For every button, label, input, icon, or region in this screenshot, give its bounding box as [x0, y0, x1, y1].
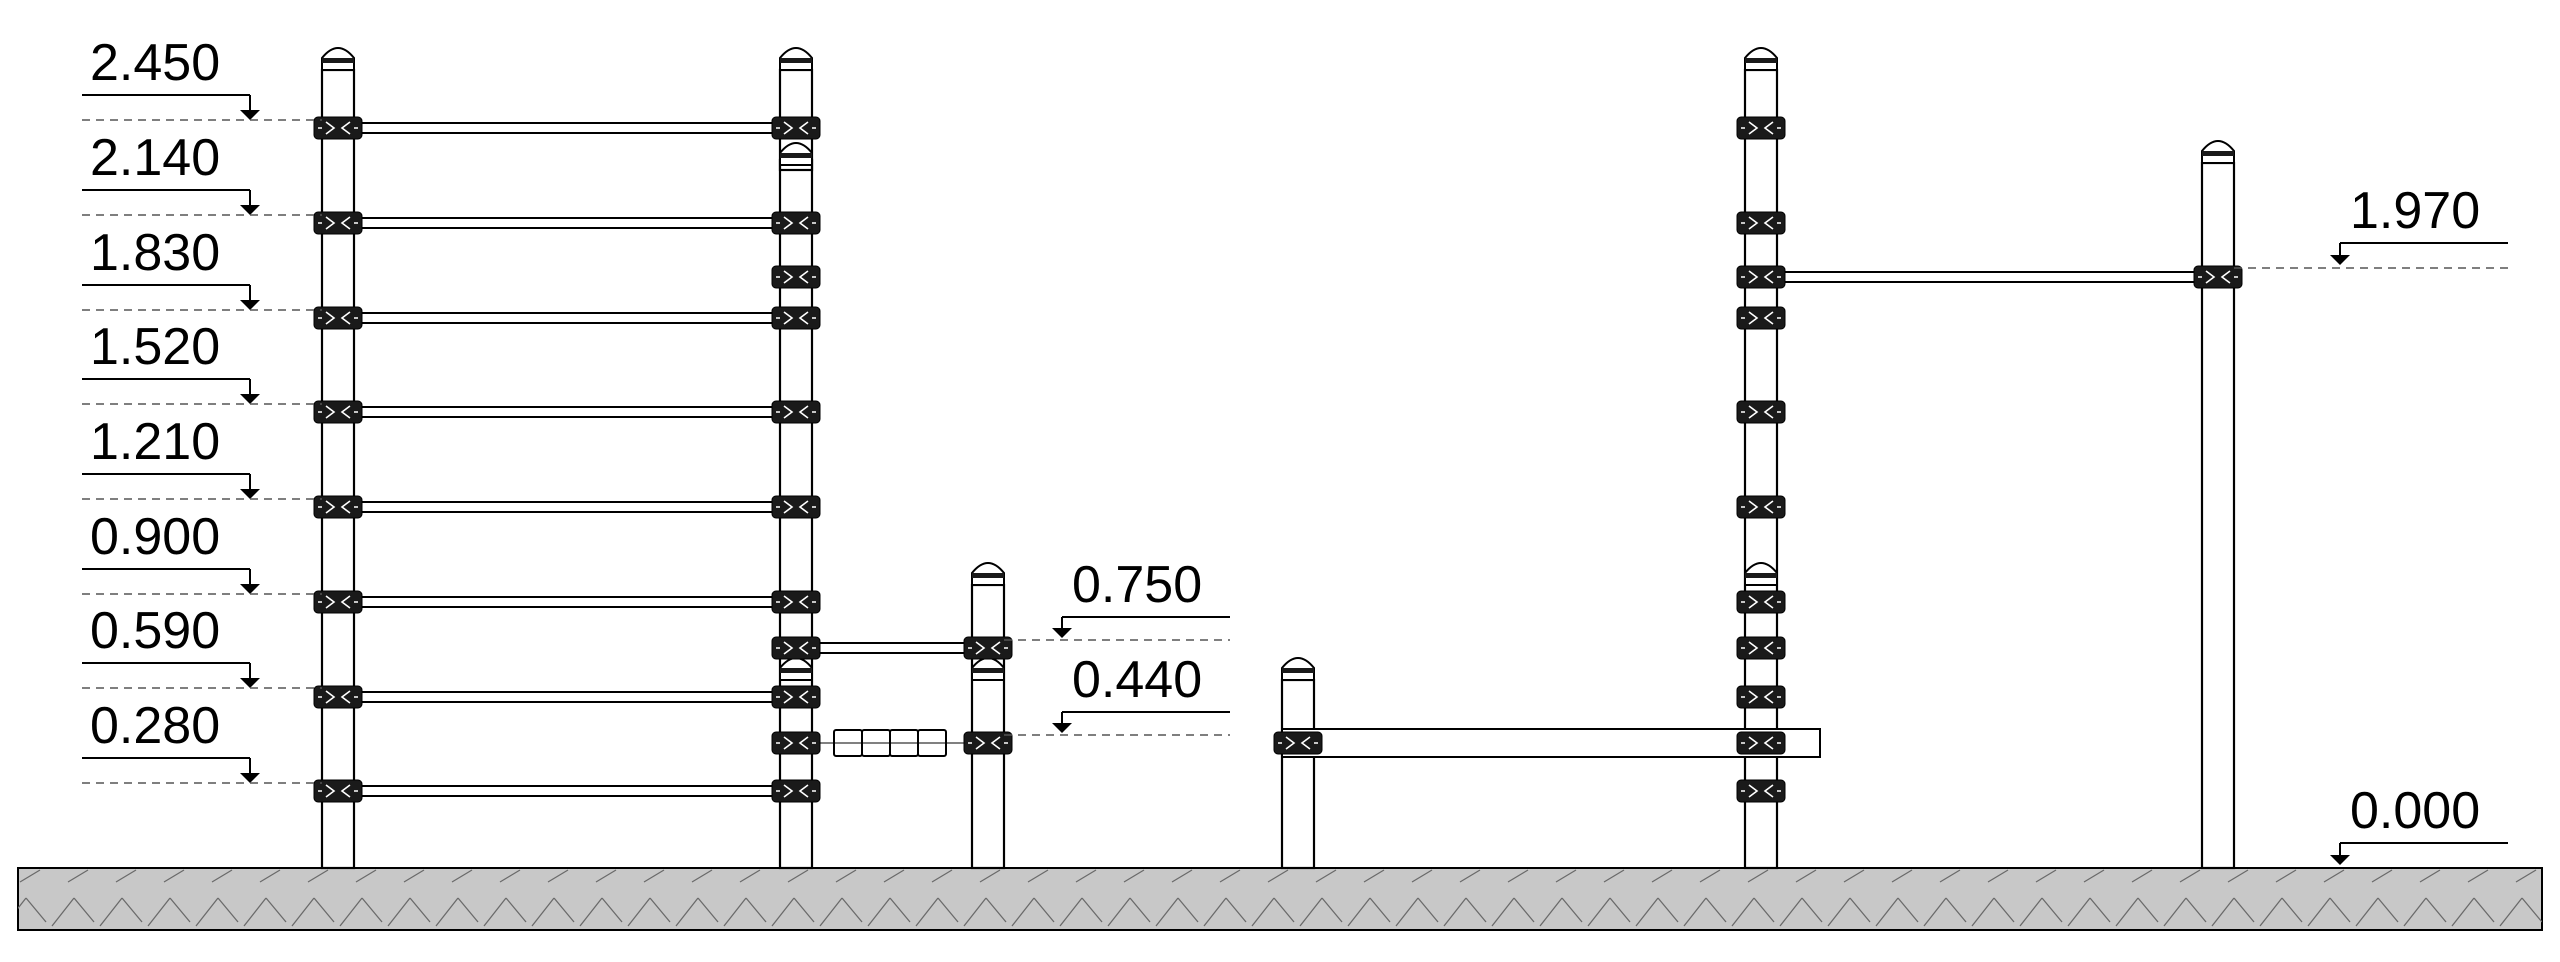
cap-post-2 — [779, 47, 813, 71]
level-label-0440: 0.440 — [1072, 651, 1202, 709]
clamp — [313, 779, 363, 803]
cap-post-1 — [321, 47, 355, 71]
level-markers: 2.450 2.140 1.830 1.520 — [82, 34, 2508, 865]
cap-post-4 — [1281, 657, 1315, 681]
clamp — [1736, 636, 1786, 660]
cap-post-2-mid — [779, 142, 813, 166]
clamp — [771, 116, 821, 140]
clamp — [1736, 685, 1786, 709]
rail-1970 — [1776, 271, 2203, 283]
level-1520: 1.520 — [82, 318, 322, 405]
clamp — [1736, 590, 1786, 614]
clamp — [313, 400, 363, 424]
level-label-1210: 1.210 — [90, 413, 220, 471]
clamp — [313, 116, 363, 140]
rail-0280 — [354, 785, 780, 797]
post-caps — [321, 47, 2235, 681]
rail-clamps — [313, 116, 2243, 803]
ground-slab — [17, 867, 2543, 931]
level-label-0750: 0.750 — [1072, 556, 1202, 614]
rail-2140 — [354, 217, 780, 229]
rail-1830 — [354, 312, 780, 324]
clamp — [771, 495, 821, 519]
clamp — [963, 731, 1013, 755]
clamp — [771, 265, 821, 289]
cap-post-6 — [2201, 140, 2235, 164]
level-label-1830: 1.830 — [90, 224, 220, 282]
level-1970: 1.970 — [2234, 182, 2508, 269]
rail-1210 — [354, 501, 780, 513]
level-1830: 1.830 — [82, 224, 322, 311]
rail-1520 — [354, 406, 780, 418]
rail-0590 — [354, 691, 780, 703]
clamp — [771, 731, 821, 755]
clamp — [1736, 211, 1786, 235]
level-label-0900: 0.900 — [90, 508, 220, 566]
clamp — [1736, 116, 1786, 140]
level-label-0000: 0.000 — [2350, 782, 2480, 840]
level-label-1520: 1.520 — [90, 318, 220, 376]
clamp — [1736, 306, 1786, 330]
clamp — [313, 685, 363, 709]
clamp — [771, 306, 821, 330]
level-0900: 0.900 — [82, 508, 322, 595]
level-label-0280: 0.280 — [90, 697, 220, 755]
post-4 — [1280, 678, 1316, 870]
cap-post-5-low — [1744, 562, 1778, 586]
clamp — [771, 590, 821, 614]
clamp — [1736, 400, 1786, 424]
clamp — [313, 495, 363, 519]
cap-post-3 — [971, 562, 1005, 586]
level-label-0590: 0.590 — [90, 602, 220, 660]
level-label-2140: 2.140 — [90, 129, 220, 187]
level-0750: 0.750 — [1004, 556, 1230, 641]
clamp — [771, 685, 821, 709]
clamp — [1736, 495, 1786, 519]
panel-step-0440 — [812, 729, 972, 757]
level-2450: 2.450 — [82, 34, 322, 121]
clamp — [1273, 731, 1323, 755]
clamp — [771, 211, 821, 235]
clamp — [2193, 265, 2243, 289]
post-1 — [320, 68, 356, 870]
clamp — [313, 306, 363, 330]
level-0590: 0.590 — [82, 602, 322, 689]
level-label-1970: 1.970 — [2350, 182, 2480, 240]
clamp — [1736, 779, 1786, 803]
clamp — [313, 590, 363, 614]
clamp — [1736, 265, 1786, 289]
level-1210: 1.210 — [82, 413, 322, 500]
rail-2450 — [354, 122, 780, 134]
ladder-rails — [354, 122, 780, 797]
cap-post-5 — [1744, 47, 1778, 71]
beam-0440 — [1281, 728, 1821, 758]
clamp — [771, 779, 821, 803]
clamp — [313, 211, 363, 235]
rail-0900 — [354, 596, 780, 608]
clamp — [1736, 731, 1786, 755]
level-0000: 0.000 — [2330, 782, 2508, 865]
clamp — [771, 400, 821, 424]
clamp — [963, 636, 1013, 660]
level-label-2450: 2.450 — [90, 34, 220, 92]
rail-0750 — [811, 642, 973, 654]
level-0280: 0.280 — [82, 697, 322, 784]
clamp — [771, 636, 821, 660]
level-0440: 0.440 — [1004, 651, 1230, 736]
post-3 — [970, 583, 1006, 870]
level-2140: 2.140 — [82, 129, 322, 216]
